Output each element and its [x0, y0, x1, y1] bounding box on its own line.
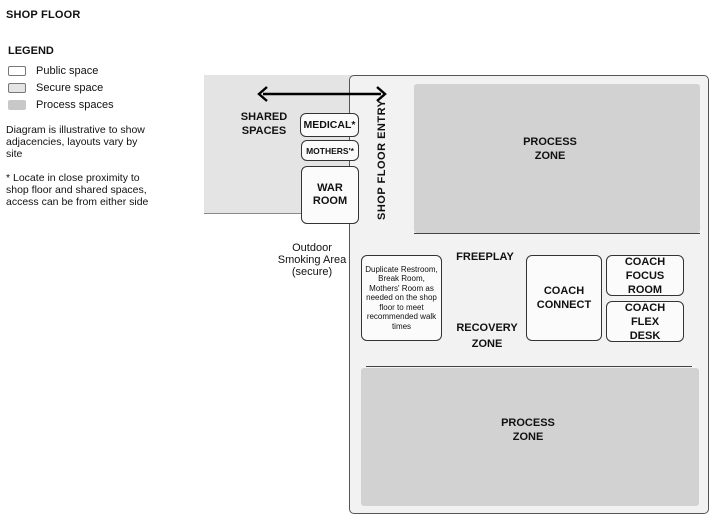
public-space-swatch: [8, 66, 26, 76]
duplicate-restroom-box: Duplicate Restroom, Break Room, Mothers'…: [361, 255, 442, 341]
secure-space-swatch: [8, 83, 26, 93]
coach-focus-room: COACH FOCUS ROOM: [606, 255, 684, 296]
process-zone-bottom-label: PROCESS ZONE: [501, 417, 555, 443]
illustrative-note: Diagram is illustrative to show adjacenc…: [6, 124, 145, 160]
mothers-room: MOTHERS'*: [301, 140, 359, 161]
coach-flex-desk: COACH FLEX DESK: [606, 301, 684, 342]
zone-divider-top: [414, 233, 700, 234]
medical-room: MEDICAL*: [300, 113, 359, 137]
legend-item-process: Process spaces: [8, 99, 114, 111]
shared-spaces-label: SHARED SPACES: [240, 111, 288, 137]
process-zone-top: [414, 84, 700, 233]
zone-divider-bottom: [366, 366, 692, 367]
legend-label-process: Process spaces: [36, 99, 114, 111]
process-zone-bottom: [361, 368, 699, 506]
shop-floor-entry-label: SHOP FLOOR ENTRY: [376, 99, 388, 220]
war-room: WAR ROOM: [301, 166, 359, 224]
legend-item-public: Public space: [8, 65, 98, 77]
recovery-zone-label: RECOVERY ZONE: [456, 322, 518, 350]
process-zone-top-label: PROCESS ZONE: [523, 136, 577, 162]
legend-label-public: Public space: [36, 65, 99, 77]
legend-title: LEGEND: [8, 45, 54, 57]
bidirectional-arrow-icon: [257, 86, 387, 102]
freeplay-label: FREEPLAY: [456, 251, 514, 263]
outdoor-smoking-area-label: Outdoor Smoking Area (secure): [277, 242, 347, 278]
legend-label-secure: Secure space: [36, 82, 104, 94]
proximity-note: * Locate in close proximity to shop floo…: [6, 172, 149, 208]
legend-item-secure: Secure space: [8, 82, 103, 94]
coach-connect-room: COACH CONNECT: [526, 255, 602, 341]
page-title: SHOP FLOOR: [6, 9, 81, 21]
process-space-swatch: [8, 100, 26, 110]
